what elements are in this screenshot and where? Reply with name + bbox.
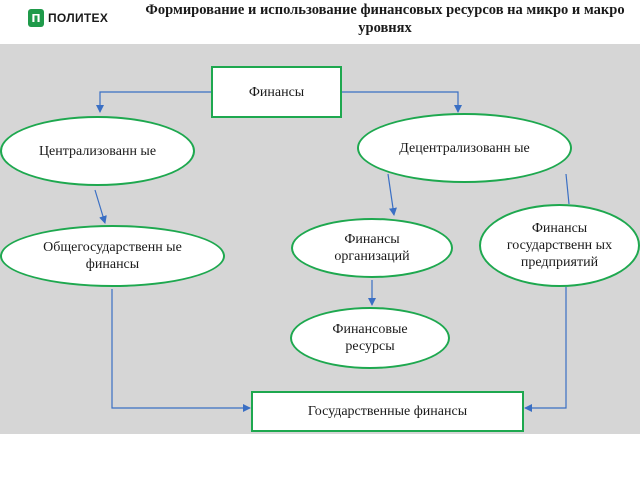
arrow-enterprise-state (524, 287, 567, 412)
arrow-finance-decentralized (342, 91, 462, 113)
node-general-state-finance: Общегосударственн ые финансы (0, 225, 225, 287)
node-finance: Финансы (211, 66, 342, 118)
node-state-finance: Государственные финансы (251, 391, 524, 432)
logo: П ПОЛИТЕХ (28, 8, 108, 28)
node-centralized: Централизованн ые (0, 116, 195, 186)
arrow-general-state (111, 289, 251, 412)
logo-text: ПОЛИТЕХ (48, 11, 109, 25)
header: П ПОЛИТЕХ Формирование и использование ф… (0, 0, 640, 42)
logo-icon: П (28, 9, 44, 27)
node-state-enterprise-finance: Финансы государственн ых предприятий (479, 204, 640, 287)
arrow-decentralized-enterprise (565, 173, 570, 205)
page-title: Формирование и использование финансовых … (145, 2, 625, 36)
arrow-decentralized-org (387, 173, 397, 216)
node-decentralized: Децентрализованн ые (357, 113, 572, 183)
arrow-finance-centralized (96, 91, 211, 113)
node-org-finance: Финансы организаций (291, 218, 453, 278)
arrow-centralized-general (94, 189, 107, 224)
node-financial-resources: Финансовые ресурсы (290, 307, 450, 369)
